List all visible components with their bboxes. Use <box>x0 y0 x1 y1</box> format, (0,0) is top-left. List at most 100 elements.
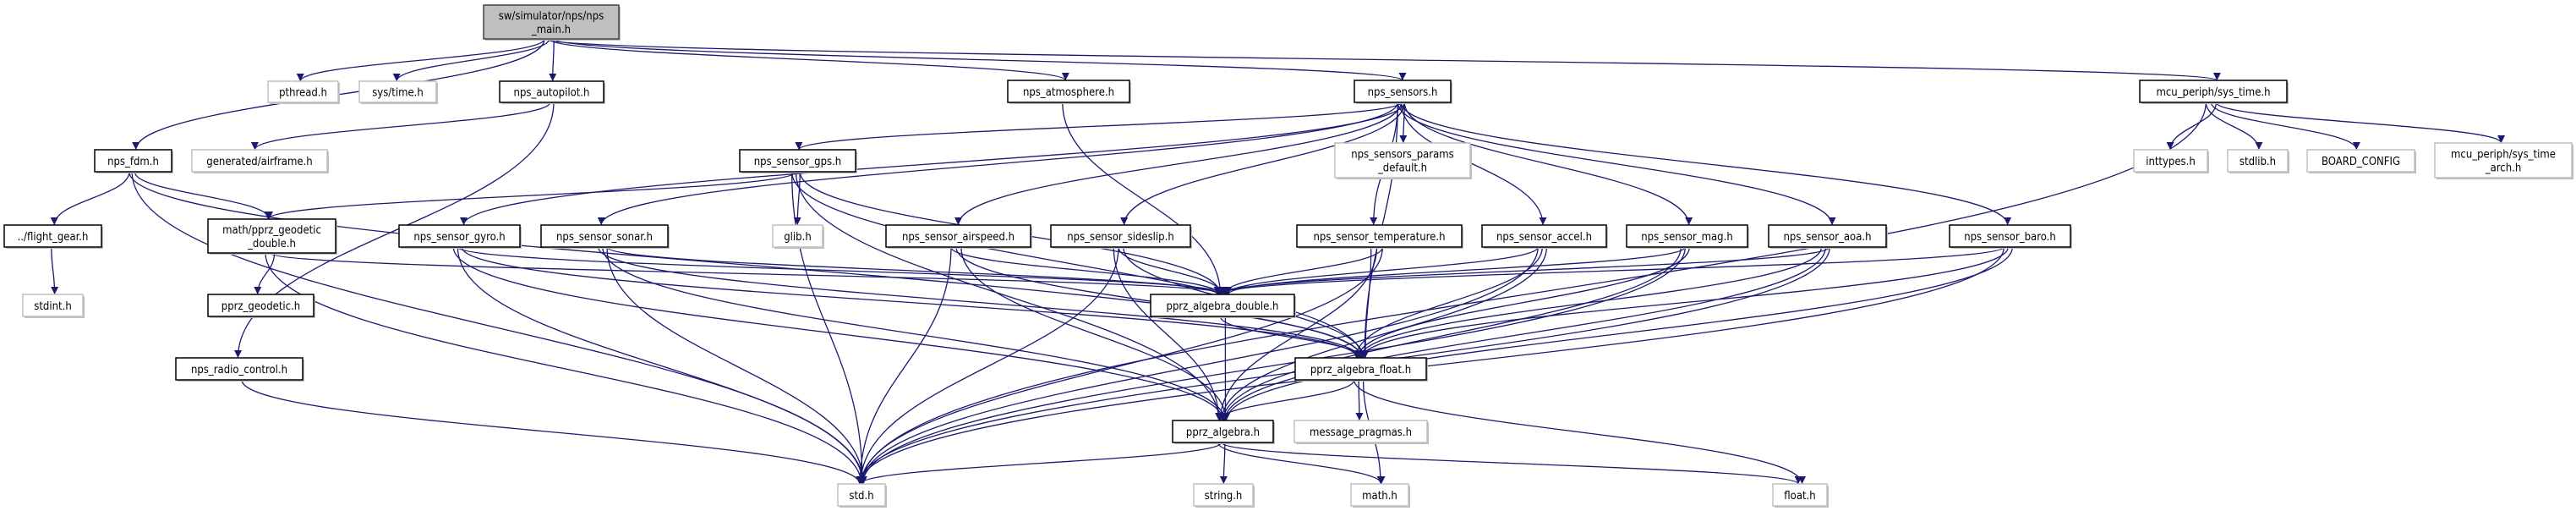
node-label: nps_sensor_airspeed.h <box>902 231 1015 244</box>
node-label: pprz_algebra_double.h <box>1167 300 1279 313</box>
edge-accel-to-alg_double <box>1222 246 1539 295</box>
node-label: nps_sensor_mag.h <box>1641 231 1733 244</box>
node-aoa[interactable]: nps_sensor_aoa.h <box>1768 224 1888 249</box>
node-airspeed[interactable]: nps_sensor_airspeed.h <box>885 224 1032 249</box>
edge-mcu_systime-to-arch <box>2215 102 2505 144</box>
edge-main-to-systime <box>392 38 550 82</box>
node-label: stdlib.h <box>2240 156 2276 168</box>
node-alg-double[interactable]: pprz_algebra_double.h <box>1150 294 1296 318</box>
node-box <box>2227 149 2289 173</box>
node-baro[interactable]: nps_sensor_baro.h <box>1949 224 2072 249</box>
edge-sensors-to-sideslip <box>1120 102 1405 226</box>
node-alg[interactable]: pprz_algebra.h <box>1172 420 1275 444</box>
edge-aoa-to-alg <box>1221 246 1827 421</box>
node-flightgear[interactable]: ../flight_gear.h <box>3 224 103 249</box>
node-gyro[interactable]: nps_sensor_gyro.h <box>398 224 522 249</box>
edge-temperature-to-std <box>857 246 1384 485</box>
node-label: mcu_periph/sys_time.h <box>2156 86 2270 99</box>
node-box <box>837 483 886 507</box>
node-box <box>739 149 856 173</box>
node-box <box>2139 80 2288 103</box>
node-sensors[interactable]: nps_sensors.h <box>1354 80 1452 104</box>
node-box <box>483 4 620 40</box>
edge-main-to-mcu_systime <box>544 38 2221 81</box>
edge-airspeed-to-alg_double <box>950 246 1223 295</box>
node-sonar[interactable]: nps_sensor_sonar.h <box>540 224 670 249</box>
node-label: stdint.h <box>34 300 71 313</box>
node-label: nps_sensor_aoa.h <box>1784 231 1872 244</box>
node-accel[interactable]: nps_sensor_accel.h <box>1481 224 1608 249</box>
edge-baro-to-std <box>856 246 2004 485</box>
node-stdint: stdint.h <box>22 294 85 318</box>
node-label: nps_sensor_sideslip.h <box>1067 231 1174 244</box>
node-sideslip[interactable]: nps_sensor_sideslip.h <box>1050 224 1192 249</box>
node-float: float.h <box>1772 483 1829 508</box>
node-label: _main.h <box>531 24 571 36</box>
edge-baro-to-alg_float <box>1358 246 2009 359</box>
node-box <box>358 80 437 103</box>
edge-alg_float-to-float <box>1354 379 1806 485</box>
node-label: mcu_periph/sys_time <box>2451 149 2556 162</box>
node-label: nps_sensor_sonar.h <box>556 231 653 244</box>
node-alg-float[interactable]: pprz_algebra_float.h <box>1294 357 1428 382</box>
edge-mag-to-alg <box>1219 246 1682 421</box>
edge-sonar-to-alg_float <box>597 246 1364 359</box>
edge-accel-to-alg_float <box>1352 246 1543 359</box>
node-box <box>1354 80 1452 103</box>
edge-fdm-to-geod_double <box>134 171 273 220</box>
node-std: std.h <box>837 483 887 508</box>
node-box <box>540 224 669 248</box>
edge-sideslip-to-std <box>856 246 1119 485</box>
node-gps[interactable]: nps_sensor_gps.h <box>739 149 857 173</box>
node-label: pprz_geodetic.h <box>222 300 300 313</box>
edge-sideslip-to-alg <box>1113 246 1223 421</box>
edge-sensors-to-baro <box>1400 102 2012 226</box>
node-geod-double[interactable]: math/pprz_geodetic_double.h <box>207 218 337 255</box>
edge-baro-to-alg <box>1222 246 2014 421</box>
node-main[interactable]: sw/simulator/nps/nps_main.h <box>483 4 621 41</box>
edge-mcu_systime-to-inttypes <box>2166 102 2218 151</box>
edge-gyro-to-alg <box>452 246 1227 421</box>
node-mag[interactable]: nps_sensor_mag.h <box>1626 224 1749 249</box>
edge-aoa-to-alg_float <box>1356 246 1823 359</box>
node-label: inttypes.h <box>2146 156 2196 168</box>
node-temperature[interactable]: nps_sensor_temperature.h <box>1296 224 1463 249</box>
node-atmosphere[interactable]: nps_atmosphere.h <box>1007 80 1131 104</box>
edge-autopilot-to-airframe <box>251 102 551 151</box>
edge-sensors-to-aoa <box>1397 102 1836 226</box>
node-label: math.h <box>1362 490 1397 503</box>
node-label: ../flight_gear.h <box>18 231 89 244</box>
edge-alg-to-math <box>1217 442 1386 485</box>
edge-alg_float-to-alg <box>1215 379 1355 421</box>
node-math: math.h <box>1350 483 1410 508</box>
node-box <box>1949 224 2071 248</box>
node-label: pprz_algebra.h <box>1186 426 1260 439</box>
edge-main-to-pthread <box>296 38 545 82</box>
node-fdm[interactable]: nps_fdm.h <box>94 149 173 173</box>
edge-gyro-to-std <box>457 246 867 485</box>
edge-radio-to-std <box>241 379 864 485</box>
edge-gps-to-alg_float <box>791 171 1366 359</box>
node-radio[interactable]: nps_radio_control.h <box>175 357 304 382</box>
node-box <box>1626 224 1748 248</box>
node-box <box>398 224 521 248</box>
node-box <box>1293 420 1428 443</box>
node-label: nps_radio_control.h <box>191 364 287 376</box>
edge-alg-to-std <box>856 442 1222 485</box>
edge-main-to-fdm <box>132 38 545 151</box>
node-stdlib: stdlib.h <box>2227 149 2289 173</box>
edge-geod_double-to-alg_double <box>269 252 1229 295</box>
edge-sensors-to-airspeed <box>954 102 1402 226</box>
node-airframe: generated/airframe.h <box>191 149 329 173</box>
edge-sensors-to-gps <box>795 102 1402 151</box>
node-mcu-systime[interactable]: mcu_periph/sys_time.h <box>2139 80 2289 104</box>
edge-alg-to-float <box>1221 442 1802 485</box>
node-geodetic[interactable]: pprz_geodetic.h <box>207 294 315 318</box>
edge-sensors-to-sonar <box>597 102 1398 226</box>
edge-sonar-to-alg <box>602 246 1228 421</box>
edge-fdm-to-flightgear <box>50 171 130 226</box>
edges-layer <box>50 38 2505 485</box>
node-box <box>1772 483 1828 507</box>
node-autopilot[interactable]: nps_autopilot.h <box>499 80 605 104</box>
edge-atmosphere-to-alg_double <box>1062 102 1224 295</box>
